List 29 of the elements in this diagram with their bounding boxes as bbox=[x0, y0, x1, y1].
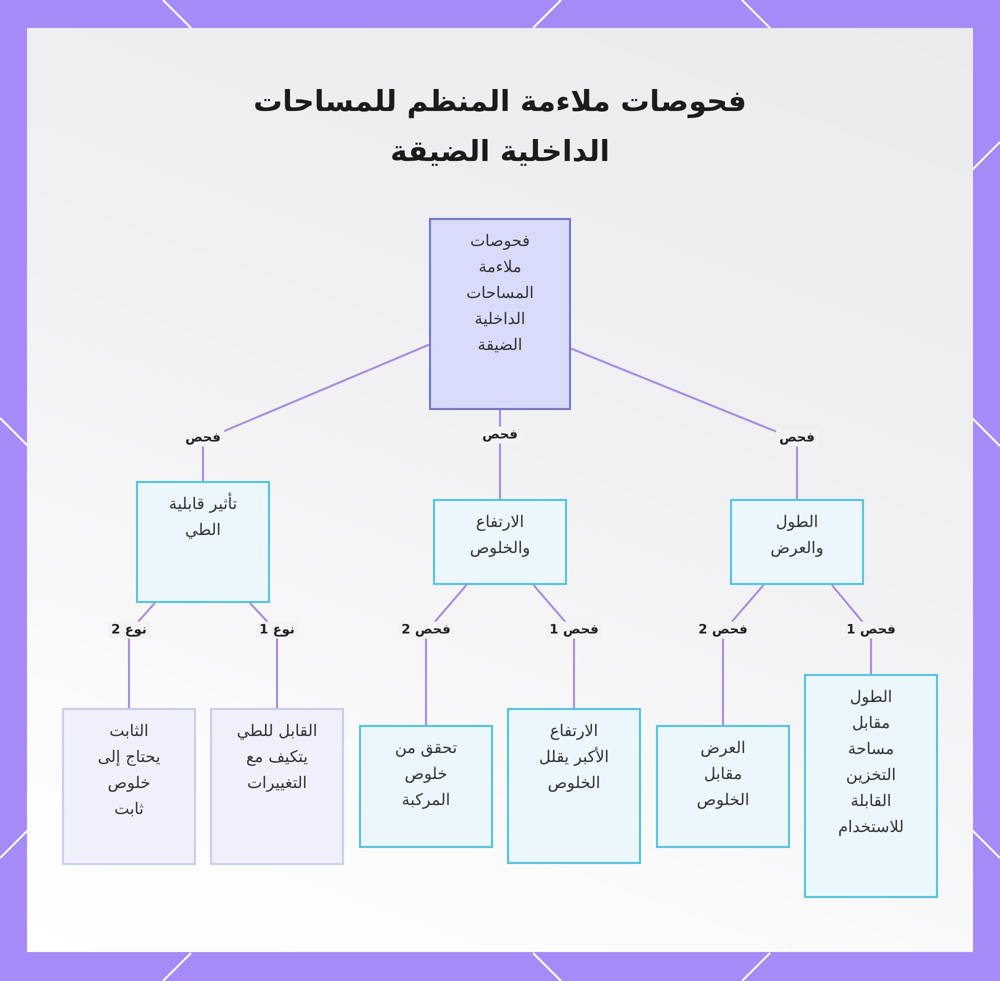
process-box bbox=[730, 499, 864, 585]
process-box bbox=[359, 725, 493, 848]
connector-line bbox=[722, 584, 764, 725]
process-box bbox=[210, 708, 344, 865]
node-text: فحوصات ملاءمة المساحات الداخلية الضيقة bbox=[466, 230, 534, 356]
process-box bbox=[136, 481, 270, 603]
edge-label: فحص bbox=[776, 430, 818, 446]
edge-label: فحص 2 bbox=[398, 622, 454, 638]
connector-line bbox=[202, 344, 430, 481]
process-box bbox=[804, 674, 938, 898]
process-box bbox=[656, 725, 790, 848]
connector-line bbox=[425, 584, 468, 725]
node-text: القابل للطي يتكيف مع التغييرات bbox=[236, 720, 318, 794]
edge-label: نوع 2 bbox=[108, 622, 150, 638]
node-text: العرض مقابل الخلوص bbox=[696, 737, 750, 811]
process-box bbox=[62, 708, 196, 865]
node-text: الثابت يحتاج إلى خلوص ثابت bbox=[98, 720, 160, 820]
process-box bbox=[433, 499, 567, 585]
node-text: الطول والعرض bbox=[770, 511, 824, 559]
node-text: الطول مقابل مساحة التخزين القابلة للاستخدام bbox=[838, 686, 904, 838]
node-text: الارتفاع الأكبر يقلل الخلوص bbox=[539, 720, 609, 794]
process-box bbox=[507, 708, 641, 864]
node-text: تحقق من خلوص المركبة bbox=[394, 737, 458, 811]
edge-label: نوع 1 bbox=[256, 622, 298, 638]
connector-line bbox=[570, 348, 798, 499]
root-box bbox=[429, 218, 571, 410]
node-text: الارتفاع والخلوص bbox=[470, 511, 530, 559]
node-text: تأثير قابلية الطي bbox=[168, 492, 238, 541]
title: فحوصات ملاءمة المنظم للمساحات الداخلية الضيقة bbox=[252, 83, 748, 170]
